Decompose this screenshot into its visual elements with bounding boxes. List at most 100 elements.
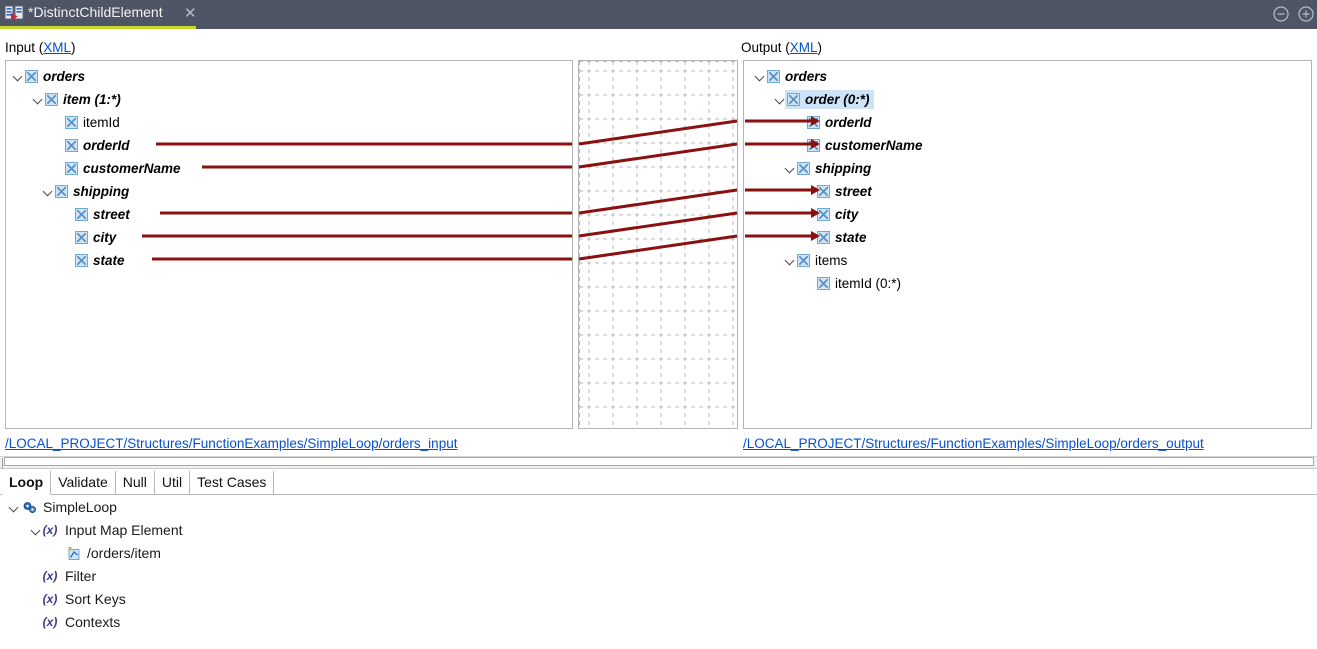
chevron-down-icon[interactable] <box>32 88 45 111</box>
chevron-down-icon[interactable] <box>42 180 55 203</box>
function-tree-row[interactable]: (x)Input Map Element <box>30 519 183 542</box>
tree-row-content: orders <box>767 65 827 88</box>
node-checkbox[interactable] <box>45 93 58 106</box>
mapping-canvas-panel[interactable] <box>578 60 738 429</box>
tree-row[interactable]: customerName <box>794 134 923 157</box>
tree-row[interactable]: itemId <box>52 111 120 134</box>
tab-util[interactable]: Util <box>155 471 191 495</box>
function-fx-icon: (x) <box>42 569 58 583</box>
node-checkbox[interactable] <box>75 231 88 244</box>
tree-row-content: itemId <box>65 111 120 134</box>
tab-null[interactable]: Null <box>116 471 155 495</box>
node-checkbox[interactable] <box>797 162 810 175</box>
chevron-down-icon[interactable] <box>754 65 767 88</box>
tree-row[interactable]: street <box>804 180 872 203</box>
tab-label: Validate <box>58 474 108 490</box>
tree-row[interactable]: shipping <box>42 180 129 203</box>
tree-node-label: item (1:*) <box>63 92 121 107</box>
node-checkbox[interactable] <box>767 70 780 83</box>
node-checkbox[interactable] <box>65 139 78 152</box>
tree-row[interactable]: city <box>804 203 858 226</box>
tree-row[interactable]: orders <box>754 65 827 88</box>
function-tree-row[interactable]: SimpleLoop <box>8 496 117 519</box>
function-tree-row[interactable]: /orders/item <box>52 542 161 565</box>
node-checkbox[interactable] <box>75 208 88 221</box>
tree-row[interactable]: state <box>804 226 867 249</box>
tab-label: Util <box>161 474 183 490</box>
tree-row[interactable]: customerName <box>52 157 181 180</box>
function-tree-label: SimpleLoop <box>43 499 117 515</box>
input-path-link[interactable]: /LOCAL_PROJECT/Structures/FunctionExampl… <box>5 436 458 451</box>
function-tree-row[interactable]: (x)Sort Keys <box>30 588 126 611</box>
tree-row[interactable]: items <box>784 249 847 272</box>
tree-node-label: city <box>835 207 859 222</box>
node-checkbox[interactable] <box>25 70 38 83</box>
function-tree-label: Contexts <box>65 614 121 630</box>
input-path-footer: /LOCAL_PROJECT/Structures/FunctionExampl… <box>5 435 457 453</box>
function-tree-row[interactable]: (x)Contexts <box>30 611 121 634</box>
input-tree-panel[interactable]: orders item (1:*) itemId orderId customerNam… <box>5 60 573 429</box>
minimize-icon[interactable] <box>1272 5 1290 23</box>
tree-row[interactable]: orderId <box>52 134 130 157</box>
splitter-thumb[interactable] <box>2 458 3 469</box>
node-checkbox[interactable] <box>65 116 78 129</box>
tree-row-content: order (0:*) <box>785 90 874 109</box>
chevron-down-icon[interactable] <box>784 249 797 272</box>
tree-row[interactable]: item (1:*) <box>32 88 121 111</box>
tree-node-label: customerName <box>83 161 181 176</box>
node-checkbox[interactable] <box>787 93 800 106</box>
output-panel-label: Output (XML) <box>741 40 822 55</box>
chevron-down-icon[interactable] <box>784 157 797 180</box>
close-icon[interactable]: ✕ <box>184 5 197 22</box>
tree-row[interactable]: itemId (0:*) <box>804 272 901 295</box>
window-titlebar: *DistinctChildElement ✕ <box>0 0 1317 29</box>
node-checkbox[interactable] <box>797 254 810 267</box>
node-checkbox[interactable] <box>817 185 830 198</box>
function-tree-label: Filter <box>65 568 97 584</box>
node-checkbox[interactable] <box>65 162 78 175</box>
tab-loop[interactable]: Loop <box>2 471 52 495</box>
gears-icon <box>21 499 39 517</box>
tree-row-content: items <box>797 249 847 272</box>
node-checkbox[interactable] <box>817 277 830 290</box>
tab-validate[interactable]: Validate <box>51 471 116 495</box>
node-checkbox[interactable] <box>817 208 830 221</box>
node-checkbox[interactable] <box>817 231 830 244</box>
tree-row[interactable]: order (0:*) <box>774 88 874 111</box>
tree-row[interactable]: orderId <box>794 111 872 134</box>
tab-label: Null <box>122 474 147 490</box>
node-checkbox[interactable] <box>75 254 88 267</box>
node-checkbox[interactable] <box>807 139 820 152</box>
input-xml-link[interactable]: XML <box>43 40 72 55</box>
tree-row[interactable]: street <box>62 203 130 226</box>
tree-row-content: customerName <box>807 134 923 157</box>
tree-row[interactable]: shipping <box>784 157 871 180</box>
input-label-suffix: ) <box>71 40 76 55</box>
node-checkbox[interactable] <box>807 116 820 129</box>
tree-row[interactable]: state <box>62 249 125 272</box>
tree-node-label: itemId (0:*) <box>835 276 902 291</box>
chevron-down-icon[interactable] <box>774 88 787 111</box>
tree-node-label: orderId <box>83 138 130 153</box>
node-checkbox[interactable] <box>55 185 68 198</box>
tree-node-label: orders <box>43 69 86 84</box>
output-path-link[interactable]: /LOCAL_PROJECT/Structures/FunctionExampl… <box>743 436 1204 451</box>
tree-row-content: state <box>75 249 125 272</box>
function-tree-row[interactable]: (x) Filter <box>30 565 96 588</box>
chevron-down-icon[interactable] <box>30 519 43 542</box>
tree-row[interactable]: city <box>62 226 116 249</box>
tree-row[interactable]: orders <box>12 65 85 88</box>
horizontal-splitter[interactable] <box>0 456 1317 469</box>
function-tree-panel[interactable]: SimpleLoop (x)Input Map Element/orders/it… <box>0 496 1317 649</box>
tree-row-content: orderId <box>807 111 872 134</box>
tab-label: Loop <box>9 474 44 490</box>
chevron-down-icon[interactable] <box>12 65 25 88</box>
output-xml-link[interactable]: XML <box>789 40 818 55</box>
splitter-track[interactable] <box>4 457 1314 466</box>
output-label-suffix: ) <box>817 40 823 55</box>
chevron-down-icon[interactable] <box>8 496 21 519</box>
tab-test-cases[interactable]: Test Cases <box>190 471 275 495</box>
function-fx-icon: (x) <box>42 523 58 537</box>
maximize-icon[interactable] <box>1297 5 1315 23</box>
